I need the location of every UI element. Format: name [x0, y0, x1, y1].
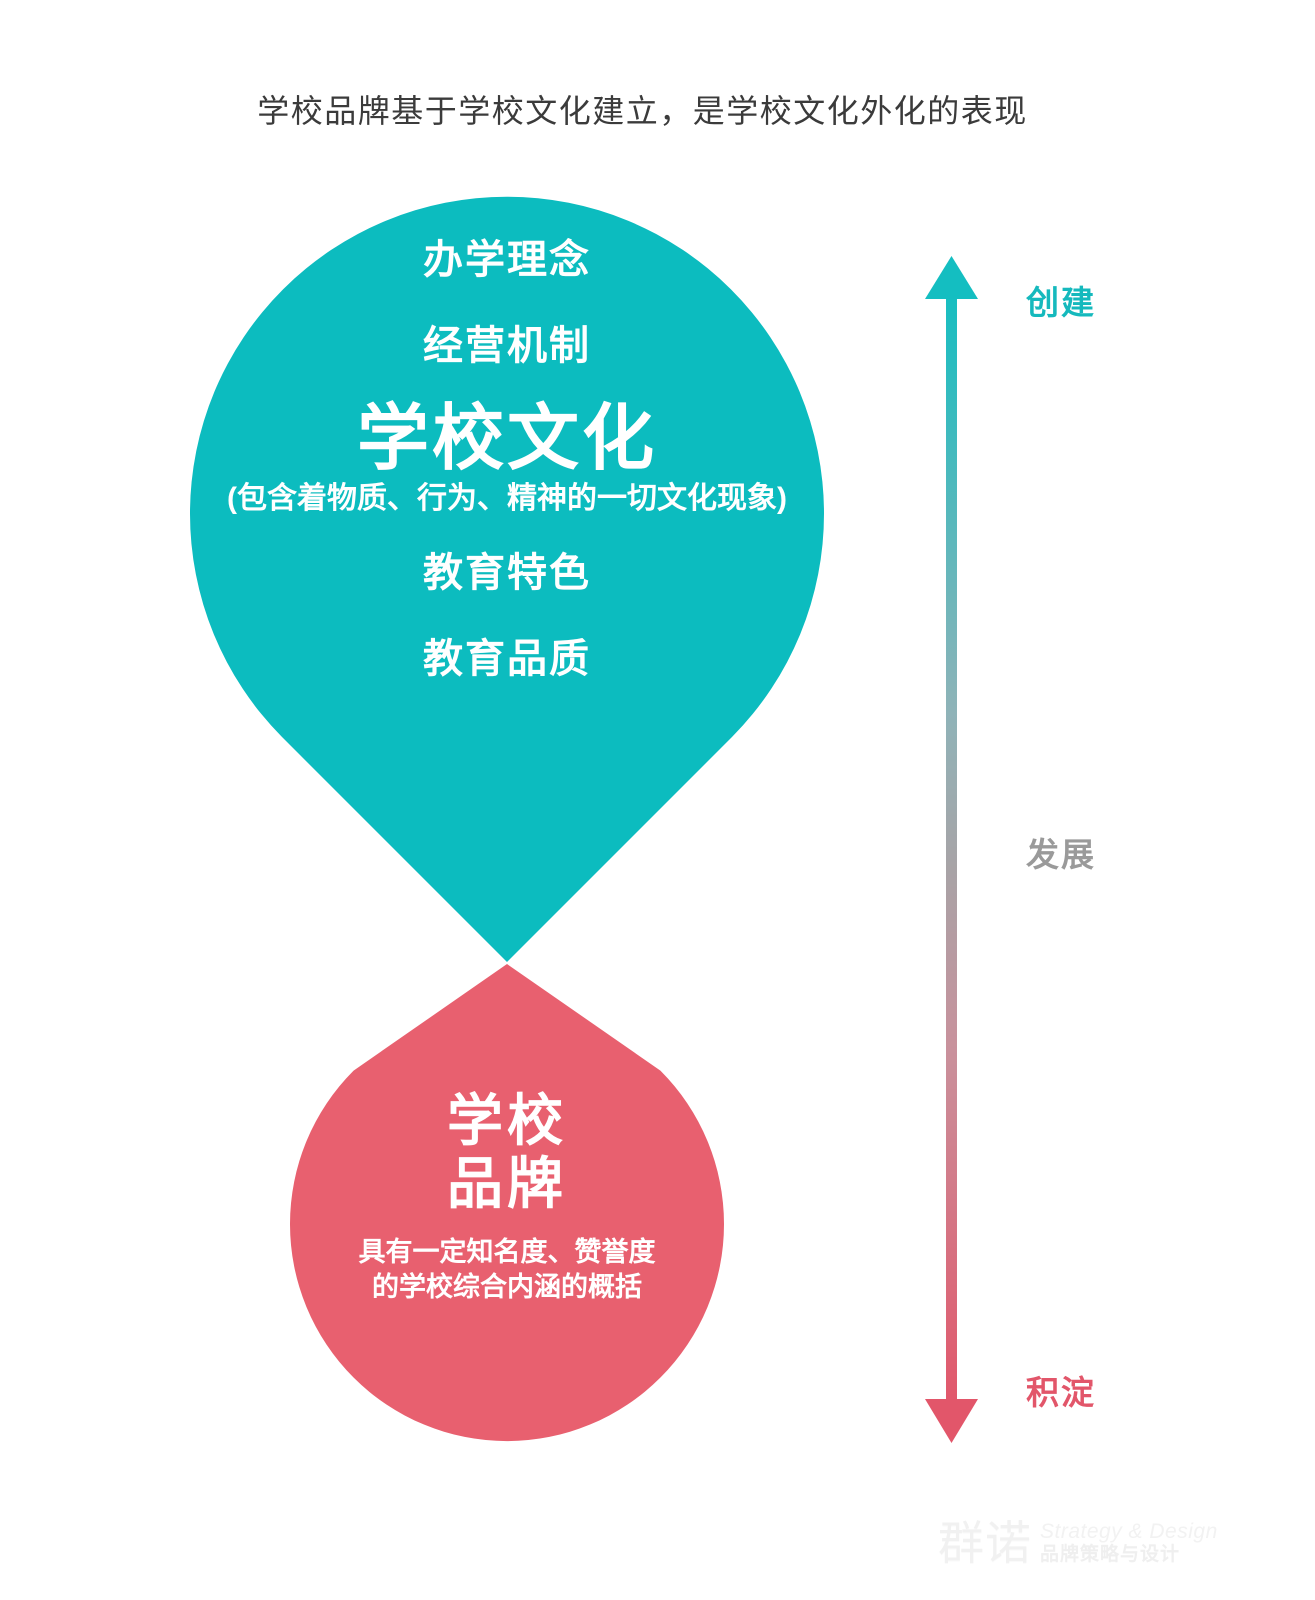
axis-label-accumulate: 积淀 [1026, 1374, 1096, 1411]
arrow-head-up-icon [925, 256, 978, 299]
axis-label-create: 创建 [1026, 284, 1096, 321]
school-brand-droplet [290, 964, 724, 1442]
progression-arrow [925, 256, 978, 1443]
page-title: 学校品牌基于学校文化建立，是学校文化外化的表现 [257, 93, 1028, 129]
arrow-head-down-icon [925, 1399, 978, 1443]
axis-label-develop: 发展 [1026, 836, 1096, 873]
school-culture-droplet [190, 196, 824, 963]
